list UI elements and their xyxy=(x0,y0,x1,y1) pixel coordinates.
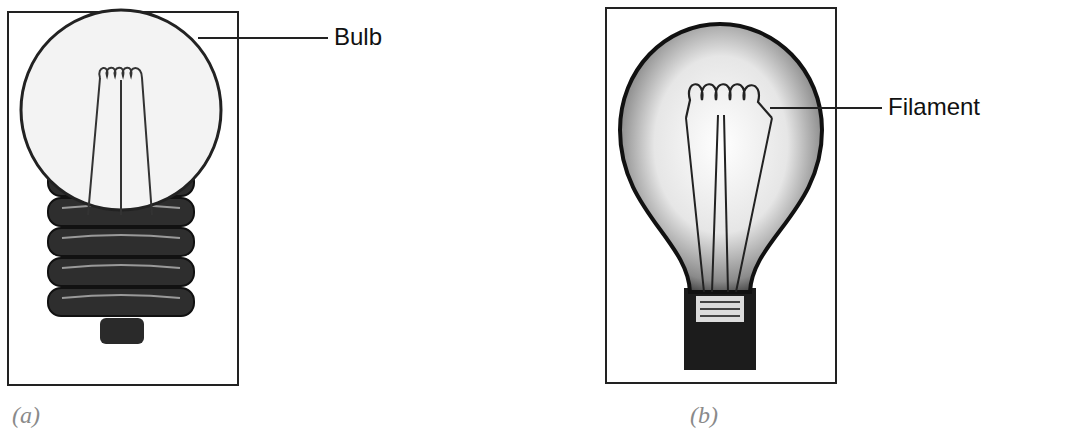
figure-caption: (a) xyxy=(12,402,40,428)
part-label: Bulb xyxy=(334,24,382,50)
small-bulb xyxy=(8,10,328,385)
part-label: Filament xyxy=(888,94,980,120)
household-bulb xyxy=(606,8,882,383)
figure-caption: (b) xyxy=(690,402,718,428)
